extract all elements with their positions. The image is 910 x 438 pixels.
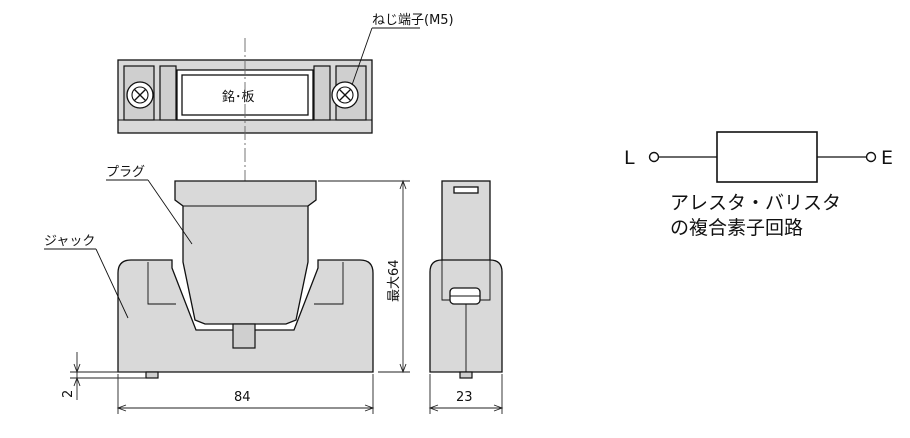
screw-terminal-label: ねじ端子(M5) <box>372 13 454 28</box>
plug-label: プラグ <box>106 165 145 180</box>
circuit-diagram: L E アレスタ・バリスタ の複合素子回路 <box>624 131 893 239</box>
right-screw-icon <box>331 81 359 109</box>
jack-body <box>117 259 374 373</box>
plug-pin <box>232 323 256 349</box>
width-label: 84 <box>234 390 251 405</box>
circuit-caption-line1: アレスタ・バリスタ <box>670 192 841 214</box>
terminal-E-icon <box>865 151 877 163</box>
plug-body <box>174 180 317 325</box>
composite-element-box <box>716 131 818 183</box>
gap-label: 2 <box>61 390 76 398</box>
screw-terminal-leader <box>351 27 373 86</box>
front-view: プラグ ジャック <box>44 165 374 379</box>
terminal-L-icon <box>648 151 660 163</box>
jack-label: ジャック <box>44 234 95 249</box>
left-screw-icon <box>126 81 154 109</box>
side-slot <box>453 186 479 194</box>
dimensions: 最大64 84 23 2 <box>61 179 504 414</box>
side-screw-icon <box>449 287 481 305</box>
jack-foot <box>145 371 159 379</box>
side-view <box>429 180 503 379</box>
depth-label: 23 <box>456 390 473 405</box>
circuit-caption-line2: の複合素子回路 <box>670 217 803 239</box>
left-rib <box>159 65 177 121</box>
terminal-L-label: L <box>624 147 635 169</box>
jack-leader <box>95 248 129 319</box>
nameplate-label: 銘･板 <box>222 90 255 105</box>
top-view: 銘･板 ねじ端子(M5) <box>117 13 454 134</box>
side-foot <box>459 371 473 379</box>
right-rib <box>313 65 331 121</box>
terminal-E-label: E <box>881 147 893 169</box>
plug-leader <box>147 179 193 245</box>
max-height-label: 最大64 <box>387 259 402 302</box>
